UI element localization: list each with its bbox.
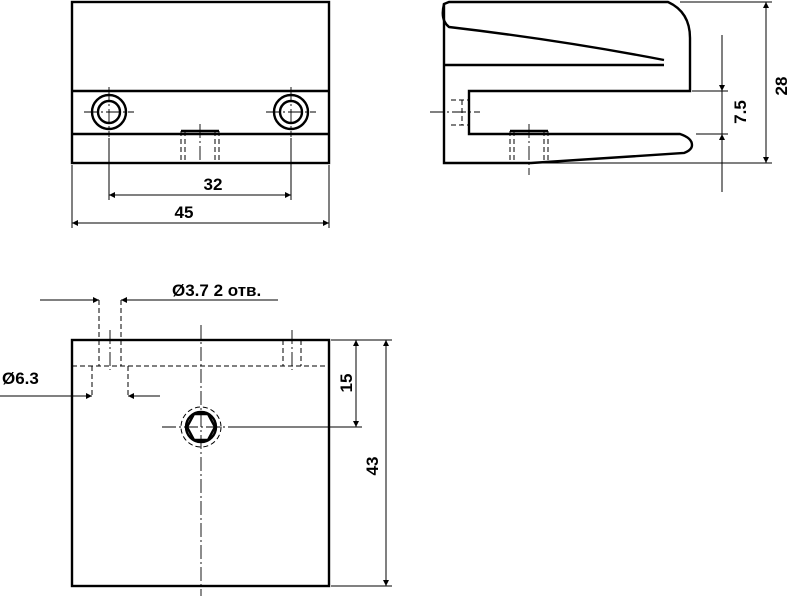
dimension-slot-height: 7.5 xyxy=(692,35,750,192)
left-mounting-hole xyxy=(84,87,134,137)
overall-width-label: 45 xyxy=(175,203,194,222)
hole-offset-label: 15 xyxy=(337,374,356,393)
dimension-counterbore-diameter: Ø6.3 xyxy=(0,369,160,399)
dimension-hole-spacing: 32 xyxy=(108,138,292,200)
hole-spacing-label: 32 xyxy=(204,175,223,194)
dimension-base-height: 43 xyxy=(331,340,392,587)
dimension-overall-width: 45 xyxy=(71,165,330,228)
front-view: 32 45 xyxy=(70,0,331,228)
counterbore-label: Ø6.3 xyxy=(2,369,39,388)
dimension-overall-height: 28 xyxy=(535,1,791,164)
slot-height-label: 7.5 xyxy=(731,100,750,124)
side-hidden-bore xyxy=(509,124,549,175)
side-hidden-hole-small xyxy=(430,99,480,126)
front-hidden-bore xyxy=(180,124,220,163)
top-right-hidden-hole xyxy=(282,330,302,370)
top-body-outline xyxy=(70,338,331,588)
right-mounting-hole xyxy=(266,87,316,137)
hole-note-label: Ø3.7 2 отв. xyxy=(172,281,261,300)
clip-upper-arm xyxy=(441,3,665,62)
top-left-hidden-hole xyxy=(91,300,129,396)
side-view: 7.5 28 xyxy=(430,0,791,192)
hex-socket-screw xyxy=(162,406,240,448)
front-body-outline xyxy=(70,0,331,165)
dimension-hole-diameter: Ø3.7 2 отв. xyxy=(40,281,278,303)
dimension-hole-offset: 15 xyxy=(240,339,392,428)
top-view: Ø3.7 2 отв. Ø6.3 15 43 xyxy=(0,281,392,596)
clip-outline xyxy=(442,0,694,165)
base-height-label: 43 xyxy=(363,457,382,476)
overall-height-label: 28 xyxy=(772,77,791,96)
